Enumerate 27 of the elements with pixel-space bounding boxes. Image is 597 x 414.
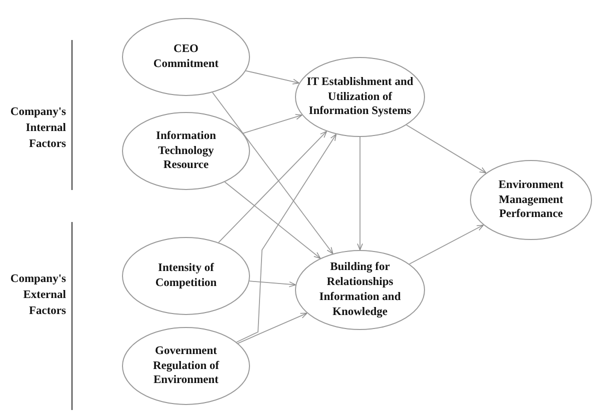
node-text: Environment Management Performance (498, 178, 564, 222)
arrow (218, 130, 328, 243)
ellipse-node (122, 112, 250, 190)
group-label: Company's Internal Factors (9, 105, 66, 152)
arrow (238, 312, 308, 344)
arrow (249, 280, 296, 288)
arrow (408, 224, 484, 264)
node-text: Information Technology Resource (154, 128, 218, 174)
arrow (245, 70, 300, 84)
ellipse-node (122, 327, 250, 405)
arrow (406, 124, 487, 174)
ellipse-node (295, 57, 425, 137)
node-text: IT Establishment and Utilization of Information Systems (306, 74, 414, 120)
arrow (236, 134, 337, 343)
ellipse-node (295, 250, 425, 330)
ellipse-node (122, 18, 250, 96)
arrow (242, 114, 302, 134)
node-text: Government Regulation of Environment (152, 344, 220, 388)
arrow (212, 92, 334, 254)
ellipse-node (470, 160, 592, 240)
ellipse-node (122, 237, 250, 315)
arrow (224, 182, 321, 259)
node-text: Intensity of Competition (154, 261, 218, 291)
node-text: CEO Commitment (152, 42, 220, 72)
node-text: Building for Relationships Information and Knowledge (318, 260, 402, 320)
arrow (357, 136, 363, 250)
group-label: Company's External Factors (9, 272, 66, 320)
